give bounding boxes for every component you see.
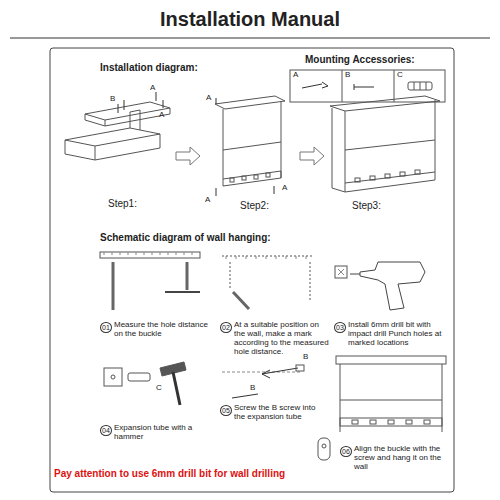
part-letter: B <box>345 71 350 80</box>
part-letter: C <box>397 71 403 80</box>
part-letter: A <box>150 84 155 93</box>
part-letter: C <box>156 384 162 393</box>
step-label: Step2: <box>240 200 269 211</box>
step-caption: Align the buckle with the screw and hang… <box>354 445 446 472</box>
warning-note: Pay attention to use 6mm drill bit for w… <box>54 468 285 479</box>
step-caption: Measure the hole distance on the buckle <box>114 321 214 339</box>
callout-number: 05 <box>220 405 232 416</box>
step-label: Step3: <box>352 200 381 211</box>
step-caption: Install 6mm drill bit with impact drill … <box>348 321 444 348</box>
part-letter: A <box>205 196 210 205</box>
step-caption: Expansion tube with a hammer <box>114 424 209 442</box>
page-title: Installation Manual <box>0 8 500 30</box>
part-letter: B <box>110 95 115 104</box>
part-letter: A <box>159 111 164 120</box>
section-heading: Mounting Accessories: <box>305 54 415 65</box>
part-letter: A <box>293 71 298 80</box>
section-heading: Schematic diagram of wall hanging: <box>100 232 271 243</box>
callout-number: 03 <box>334 322 346 333</box>
callout-number: 06 <box>340 446 352 457</box>
step-caption: At a suitable position on the wall, make… <box>234 321 332 357</box>
part-letter: B <box>250 384 255 393</box>
step-label: Step1: <box>108 198 137 209</box>
section-heading: Installation diagram: <box>100 62 198 73</box>
callout-number: 01 <box>100 322 112 333</box>
part-letter: A <box>282 184 287 193</box>
callout-number: 04 <box>100 425 112 436</box>
callout-number: 02 <box>220 322 232 333</box>
part-letter: B <box>303 353 308 362</box>
step-caption: Screw the B screw into the expansion tub… <box>234 404 324 422</box>
part-letter: A <box>206 94 211 103</box>
